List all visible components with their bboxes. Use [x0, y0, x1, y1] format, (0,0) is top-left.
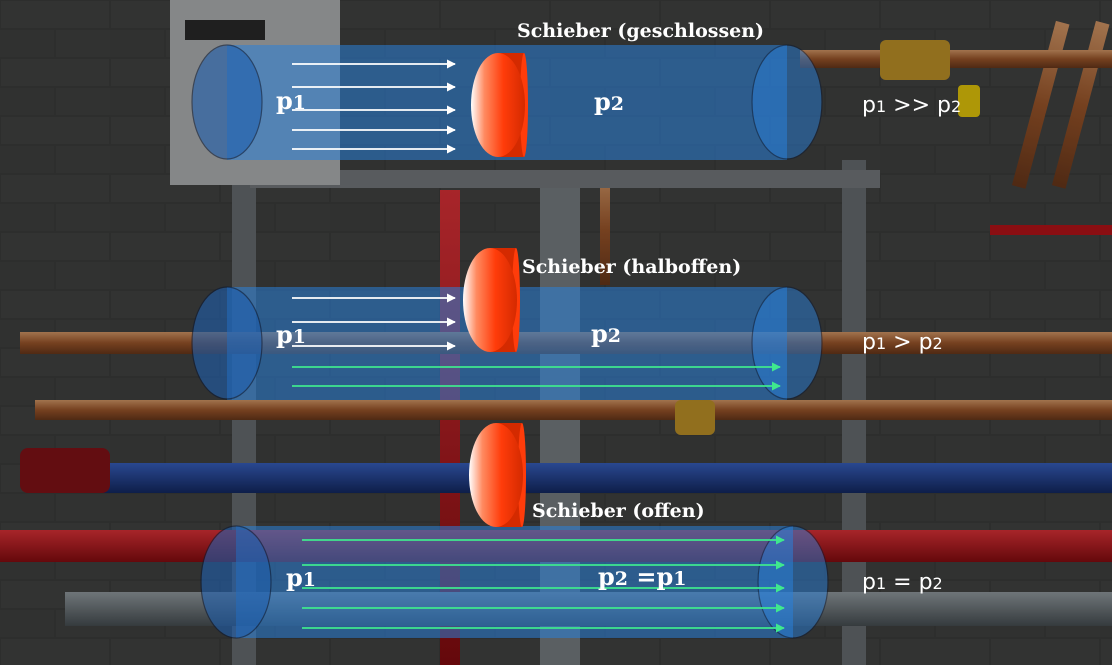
- pressure-relation: p1 = p2: [862, 572, 943, 594]
- red-valve-handle-pipe: [990, 225, 1112, 235]
- pressure-label-p2: p2: [591, 322, 621, 346]
- pressure-subscript: 1: [673, 568, 687, 590]
- gate-valve-disc: [463, 248, 520, 352]
- relation-b: p: [918, 330, 933, 355]
- pressure-subscript: 2: [614, 568, 629, 590]
- pressure-symbol: p: [286, 563, 303, 592]
- yellow-valve-handle: [958, 85, 980, 117]
- panel-title-half-open: Schieber (halboffen): [522, 256, 742, 278]
- inflow-arrows: [292, 293, 781, 391]
- relation-operator: >: [886, 330, 919, 355]
- valve-disc-face: [469, 423, 523, 527]
- relation-a-sub: 1: [875, 334, 887, 353]
- relation-a-sub: 1: [875, 574, 887, 593]
- pressure-subscript: 1: [302, 569, 317, 591]
- relation-a: p: [862, 330, 876, 355]
- tube-end-left: [191, 286, 263, 400]
- gas-meter-display: [185, 20, 265, 40]
- pressure-label-p2-equals-p1: p2 =p1: [598, 565, 687, 589]
- relation-a-sub: 1: [875, 97, 887, 116]
- pressure-subscript: 1: [292, 92, 307, 114]
- panel-title-closed: Schieber (geschlossen): [517, 20, 765, 42]
- pressure-subscript: 2: [610, 93, 625, 115]
- tube-body: [236, 526, 793, 638]
- relation-b-sub: 2: [932, 574, 943, 593]
- panel-half-open: [191, 248, 823, 400]
- relation-operator: =: [886, 570, 919, 595]
- pressure-label-p1: p1: [276, 89, 306, 113]
- pressure-subscript: 2: [607, 325, 622, 347]
- tube-end-left: [191, 44, 263, 160]
- pressure-label-p2: p2: [594, 90, 624, 114]
- brass-fitting: [880, 40, 950, 80]
- horizontal-rail: [250, 170, 880, 188]
- relation-operator: >>: [886, 93, 938, 118]
- panel-title-open: Schieber (offen): [532, 500, 705, 522]
- relation-b-sub: 2: [932, 334, 943, 353]
- blue-pipe: [100, 463, 1112, 493]
- pressure-symbol: p: [598, 562, 615, 591]
- panel-open: [200, 423, 829, 639]
- relation-a: p: [862, 93, 876, 118]
- pressure-subscript: 1: [292, 326, 307, 348]
- pressure-equality: =p: [628, 562, 674, 591]
- tube-end-left: [200, 525, 272, 639]
- valve-disc-face: [463, 248, 517, 352]
- gate-valve-disc: [469, 423, 526, 527]
- pressure-symbol: p: [276, 86, 293, 115]
- relation-b: p: [937, 93, 951, 118]
- inflow-arrows: [292, 59, 456, 154]
- pressure-relation: p1 > p2: [862, 332, 943, 354]
- relation-b: p: [918, 570, 933, 595]
- gate-valve-disc: [471, 53, 528, 157]
- tube-end-right: [757, 525, 829, 639]
- brass-strainer: [675, 400, 715, 435]
- pressure-label-p1: p1: [286, 566, 316, 590]
- pressure-symbol: p: [591, 319, 608, 348]
- inflow-arrows: [302, 535, 785, 633]
- pressure-symbol: p: [594, 87, 611, 116]
- copper-pipe-top: [800, 50, 1112, 68]
- pressure-label-p1: p1: [276, 323, 306, 347]
- tube-end-right: [751, 44, 823, 160]
- pressure-relation: p1 >> p2: [862, 95, 961, 117]
- red-valve-fitting: [20, 448, 110, 493]
- valve-disc-face: [471, 53, 525, 157]
- copper-pipe-lower: [35, 400, 1112, 420]
- pressure-symbol: p: [276, 320, 293, 349]
- panel-closed: [191, 44, 823, 160]
- relation-a: p: [862, 570, 876, 595]
- tube-end-right: [751, 286, 823, 400]
- relation-b-sub: 2: [950, 97, 962, 116]
- copper-riser-pipe: [600, 175, 610, 285]
